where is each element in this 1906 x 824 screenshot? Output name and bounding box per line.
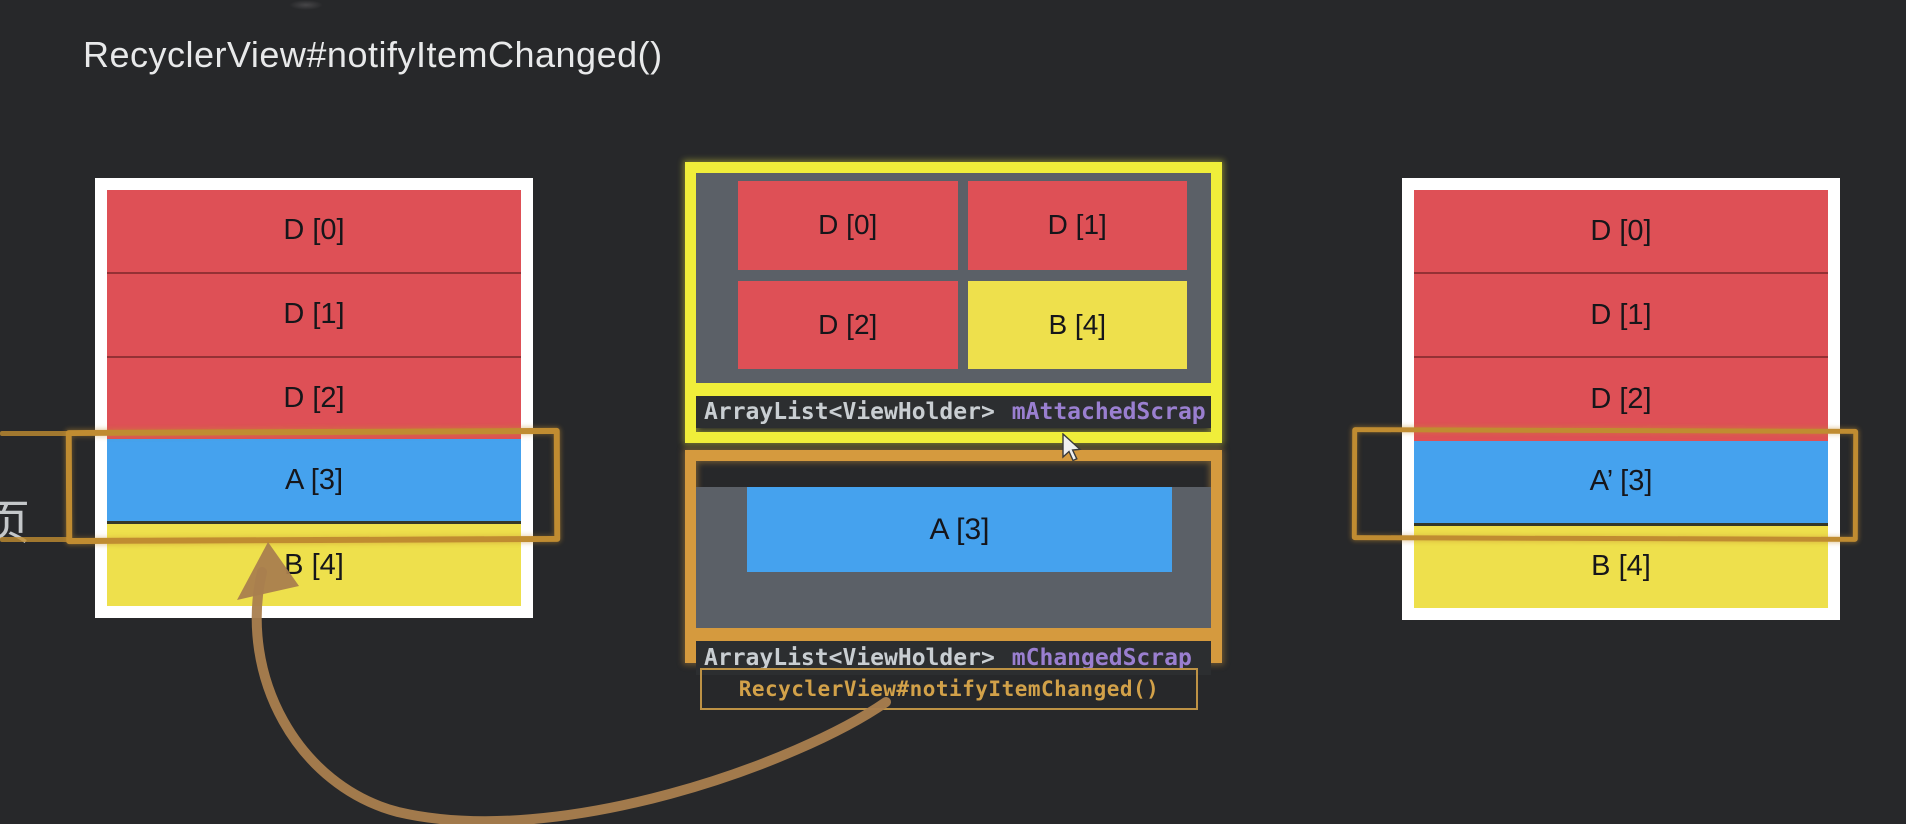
page-title: RecyclerView#notifyItemChanged() [83,34,663,75]
right-recycler-list-panel: D [0] D [1] D [2] A’ [3] B [4] [1402,178,1840,620]
row-label: D [1] [1590,298,1652,331]
list-row: D [2] [1414,356,1828,441]
scrap-cell: D [0] [738,181,958,270]
list-row: D [0] [107,190,521,272]
highlight-overshoot-line [0,537,70,542]
member-name-label: mChangedScrap [1011,645,1192,671]
cell-label: A [3] [929,512,990,546]
scribble-divider [696,628,1211,641]
changed-scrap-group: A [3] ArrayList<ViewHolder> mChangedScra… [685,450,1222,675]
row-label: B [4] [1591,550,1651,583]
list-row: D [1] [1414,272,1828,357]
scrap-cell: B [4] [967,280,1187,369]
changed-scrap-pane: A [3] [696,487,1211,628]
left-recycler-list-panel: D [0] D [1] D [2] A [3] B [4] [95,178,533,618]
scrap-cell: D [2] [738,280,958,369]
scribble-divider [696,383,1211,396]
arraylist-type-label: ArrayList<ViewHolder> [704,399,995,425]
cell-label: D [0] [818,209,878,241]
scrap-cell: A [3] [747,487,1172,572]
attached-scrap-pane: D [0] D [1] D [2] B [4] [696,173,1211,383]
cell-label: D [1] [1047,209,1107,241]
row-label: A’ [3] [1589,465,1653,498]
member-name-label: mAttachedScrap [1011,399,1206,425]
cell-label: D [2] [818,308,878,340]
list-row: D [1] [107,271,521,356]
row-label: D [1] [283,298,345,331]
highlight-overshoot-line [0,431,70,436]
left-rows: D [0] D [1] D [2] A [3] B [4] [107,190,521,606]
row-label: D [0] [1590,214,1652,247]
list-row: B [4] [1414,522,1828,609]
mouse-cursor-icon [1062,433,1082,462]
method-label-box: RecyclerView#notifyItemChanged() [700,668,1198,710]
clipped-edge-text: 页 [0,496,30,549]
screen-smudge [289,0,323,10]
right-rows: D [0] D [1] D [2] A’ [3] B [4] [1414,190,1828,609]
highlight-box-right-a3 [1351,427,1859,542]
row-label: B [4] [284,548,344,581]
highlight-box-left-a3 [65,427,561,545]
list-row: D [2] [107,355,521,440]
row-label: A [3] [284,463,344,496]
method-label: RecyclerView#notifyItemChanged() [738,677,1160,701]
row-label: D [2] [1590,383,1652,415]
list-row: A [3] [107,439,521,522]
cell-label: B [4] [1048,308,1107,340]
row-label: D [2] [283,381,345,414]
scrap-cell: D [1] [967,181,1187,270]
attached-scrap-caption: ArrayList<ViewHolder> mAttachedScrap [696,396,1211,428]
list-row: D [0] [1414,190,1828,273]
list-row: A’ [3] [1414,440,1828,523]
row-label: D [0] [283,214,345,247]
attached-scrap-group: D [0] D [1] D [2] B [4] ArrayList<ViewHo… [685,162,1222,443]
